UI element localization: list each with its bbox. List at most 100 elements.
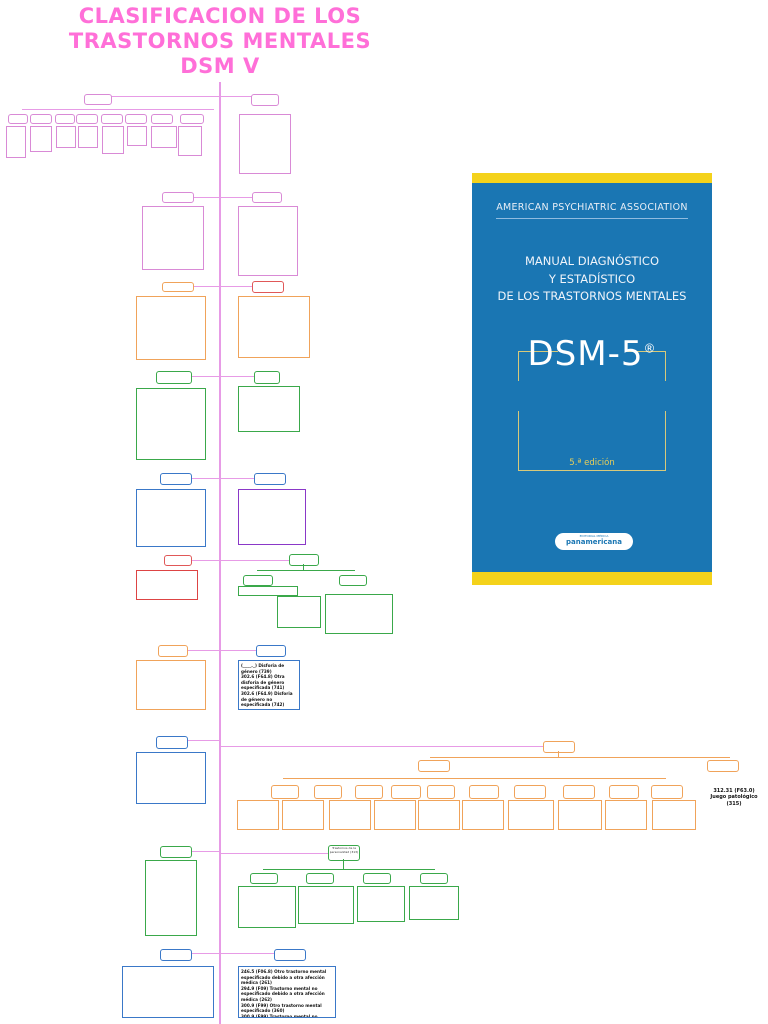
subnode xyxy=(243,575,273,586)
subnode xyxy=(314,785,342,799)
node-somaticos xyxy=(160,473,192,485)
cover-manual-line2: Y ESTADÍSTICO xyxy=(548,271,636,286)
connector xyxy=(220,953,290,954)
subnode xyxy=(469,785,499,799)
cover-publisher-logo: EDITORIAL MÉDICA panamericana xyxy=(555,533,633,550)
detail-box xyxy=(409,886,459,920)
subnode xyxy=(514,785,546,799)
detail-box xyxy=(151,126,177,148)
detail-box xyxy=(238,586,298,596)
connector xyxy=(220,746,560,747)
connector xyxy=(220,853,344,854)
connector xyxy=(430,757,730,758)
detail-box xyxy=(238,386,300,432)
detail-box xyxy=(238,296,310,358)
node-depresivos xyxy=(252,192,282,203)
detail-box xyxy=(282,800,324,830)
detail-box xyxy=(136,296,206,360)
detail-box xyxy=(238,489,306,545)
connector xyxy=(220,478,264,479)
detail-box xyxy=(238,206,298,276)
node-toc xyxy=(252,281,284,293)
subnode xyxy=(563,785,595,799)
subnode xyxy=(101,114,123,124)
detail-box xyxy=(136,752,206,804)
cover-yellow-band xyxy=(472,173,712,183)
subnode xyxy=(420,873,448,884)
subnode xyxy=(306,873,334,884)
central-spine xyxy=(219,82,221,1024)
node-personalidad: Trastornos de la personalidad (313) xyxy=(328,845,360,861)
page-title: CLASIFICACION DE LOS TRASTORNOS MENTALES… xyxy=(68,4,372,78)
node-sueno xyxy=(289,554,319,566)
node-trauma xyxy=(156,371,192,384)
connector xyxy=(176,376,220,377)
node-sustancias xyxy=(543,741,575,753)
connector xyxy=(176,197,220,198)
subnode xyxy=(651,785,683,799)
detail-box xyxy=(418,800,460,830)
connector xyxy=(343,859,344,869)
detail-box xyxy=(142,206,204,270)
cover-manual-line1: MANUAL DIAGNÓSTICO xyxy=(524,254,659,268)
other-disorders-box: 246.5 (F06.8) Otro trastorno mental espe… xyxy=(238,966,336,1018)
detail-box xyxy=(127,126,147,146)
node-bipolar xyxy=(162,192,194,203)
connector xyxy=(176,560,220,561)
subnode xyxy=(427,785,455,799)
connector xyxy=(220,286,264,287)
cover-frame xyxy=(518,351,666,471)
node-neurodesarrollo xyxy=(84,94,112,105)
registered-mark: ® xyxy=(643,341,657,356)
cover-manual-line3: DE LOS TRASTORNOS MENTALES xyxy=(497,289,687,303)
detail-box xyxy=(357,886,405,922)
detail-box xyxy=(136,388,206,460)
connector xyxy=(303,564,304,570)
detail-box xyxy=(605,800,647,830)
gambling-box: 312.31 (F63.0) Juego patológico (315) xyxy=(708,786,760,806)
cover-publisher: AMERICAN PSYCHIATRIC ASSOCIATION xyxy=(496,202,688,213)
subnode xyxy=(55,114,75,124)
detail-box xyxy=(239,114,291,174)
detail-box xyxy=(56,126,76,148)
detail-box xyxy=(78,126,98,148)
node-neurocognitivos xyxy=(160,846,192,858)
detail-box xyxy=(238,886,296,928)
connector xyxy=(257,570,355,571)
connector xyxy=(176,286,220,287)
detail-box xyxy=(329,800,371,830)
dsm5-book-cover: AMERICAN PSYCHIATRIC ASSOCIATION MANUAL … xyxy=(472,173,712,585)
connector xyxy=(180,851,220,852)
node-otros xyxy=(274,949,306,961)
node-ansiedad xyxy=(162,282,194,292)
node-parafilicos xyxy=(160,949,192,961)
detail-box xyxy=(102,126,124,154)
detail-box xyxy=(508,800,554,830)
subnode xyxy=(125,114,147,124)
cover-divider xyxy=(496,218,688,219)
subnode xyxy=(30,114,52,124)
connector xyxy=(22,109,214,110)
subnode xyxy=(250,873,278,884)
detail-box xyxy=(145,860,197,936)
subnode xyxy=(180,114,204,124)
detail-box xyxy=(325,594,393,634)
detail-box xyxy=(136,660,206,710)
cover-manual-title: MANUAL DIAGNÓSTICO Y ESTADÍSTICO DE LOS … xyxy=(472,253,712,306)
detail-box xyxy=(277,596,321,628)
cover-dsm-text: DSM-5 xyxy=(527,334,644,374)
node-esquizofrenia xyxy=(251,94,279,106)
node-sexuales xyxy=(158,645,188,657)
node-disociativos xyxy=(254,371,280,384)
cover-dsm-title: DSM-5® xyxy=(472,334,712,374)
detail-box xyxy=(6,126,26,158)
connector xyxy=(220,650,270,651)
subnode xyxy=(707,760,739,772)
connector xyxy=(176,478,220,479)
subnode xyxy=(8,114,28,124)
connector xyxy=(220,560,298,561)
detail-box xyxy=(462,800,504,830)
connector xyxy=(558,751,559,757)
subnode xyxy=(76,114,98,124)
detail-box xyxy=(652,800,696,830)
